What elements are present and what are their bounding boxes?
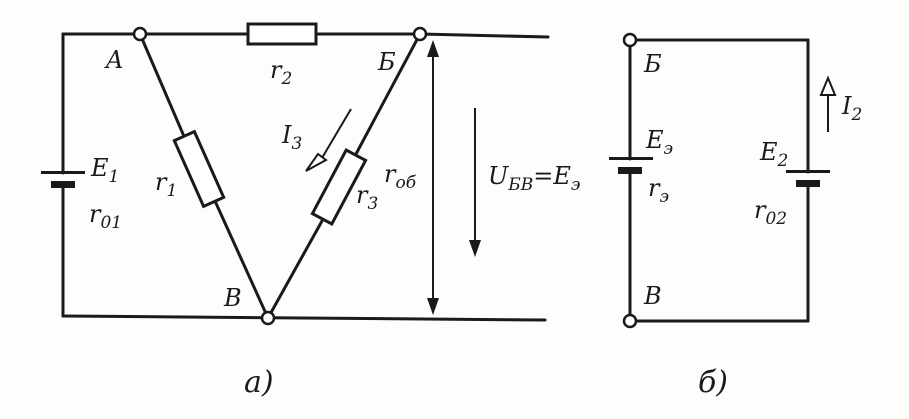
wire-top-right: [418, 32, 550, 39]
label-node-v: В: [223, 284, 242, 312]
battery-e1: [41, 171, 85, 188]
arrow-r-ob: [427, 40, 439, 315]
label-r01: r01: [89, 200, 122, 233]
label-node-a: A: [104, 46, 123, 74]
diagram-b: Б В Eэ rэ E2 r02 I2 б): [609, 32, 862, 400]
battery-e2: [786, 170, 830, 187]
battery-e-e: [609, 157, 653, 174]
label-e-e: Eэ: [645, 126, 673, 159]
label-i2: I2: [841, 92, 862, 125]
arrow-u-bv: [469, 108, 481, 257]
caption-a: а): [244, 365, 274, 400]
caption-b: б): [698, 365, 728, 400]
resistor-r3: [310, 148, 368, 226]
label-r1: r1: [155, 168, 177, 201]
label-r02: r02: [754, 196, 787, 229]
node-b: [412, 26, 428, 42]
label-u-bv-eq: UБВ=Eэ: [488, 162, 580, 195]
label-r-e: rэ: [648, 174, 669, 207]
resistor-r2: [246, 22, 318, 46]
label-e2: E2: [759, 138, 788, 171]
wire-r3-v: [266, 219, 324, 320]
diagram-a: A Б В r2 r1 r3 E1 r01 I3 rоб UБВ=Eэ а): [41, 22, 580, 400]
current-arrow-i3: [305, 108, 352, 172]
wire-a-r1: [138, 32, 185, 136]
current-arrow-i2: [819, 75, 837, 132]
wire-r1-v: [213, 199, 270, 320]
node-b-2: [622, 32, 638, 48]
node-v-2: [622, 313, 638, 329]
label-node-v-2: В: [643, 282, 662, 310]
node-a: [132, 26, 148, 42]
label-r2: r2: [270, 56, 292, 89]
wire-bottom: [61, 314, 547, 322]
label-i3: I3: [281, 121, 302, 154]
label-r-ob: rоб: [384, 160, 417, 193]
node-v: [260, 310, 276, 326]
resistor-r1: [172, 129, 226, 209]
label-r3: r3: [356, 181, 378, 214]
label-node-b-2: Б: [643, 50, 662, 78]
label-node-b: Б: [377, 48, 396, 76]
label-e1: E1: [90, 154, 119, 187]
wire-b-r3: [354, 32, 422, 156]
